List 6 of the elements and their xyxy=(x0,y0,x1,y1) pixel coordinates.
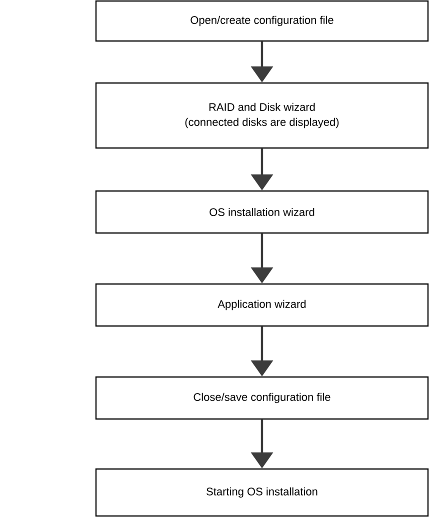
process-box: Starting OS installation xyxy=(95,468,429,517)
process-box: Close/save configuration file xyxy=(95,376,429,420)
process-box: OS installation wizard xyxy=(95,190,429,234)
process-box: RAID and Disk wizard (connected disks are displayed) xyxy=(95,82,429,149)
process-box: Application wizard xyxy=(95,283,429,327)
process-box: Open/create configuration file xyxy=(95,0,429,42)
